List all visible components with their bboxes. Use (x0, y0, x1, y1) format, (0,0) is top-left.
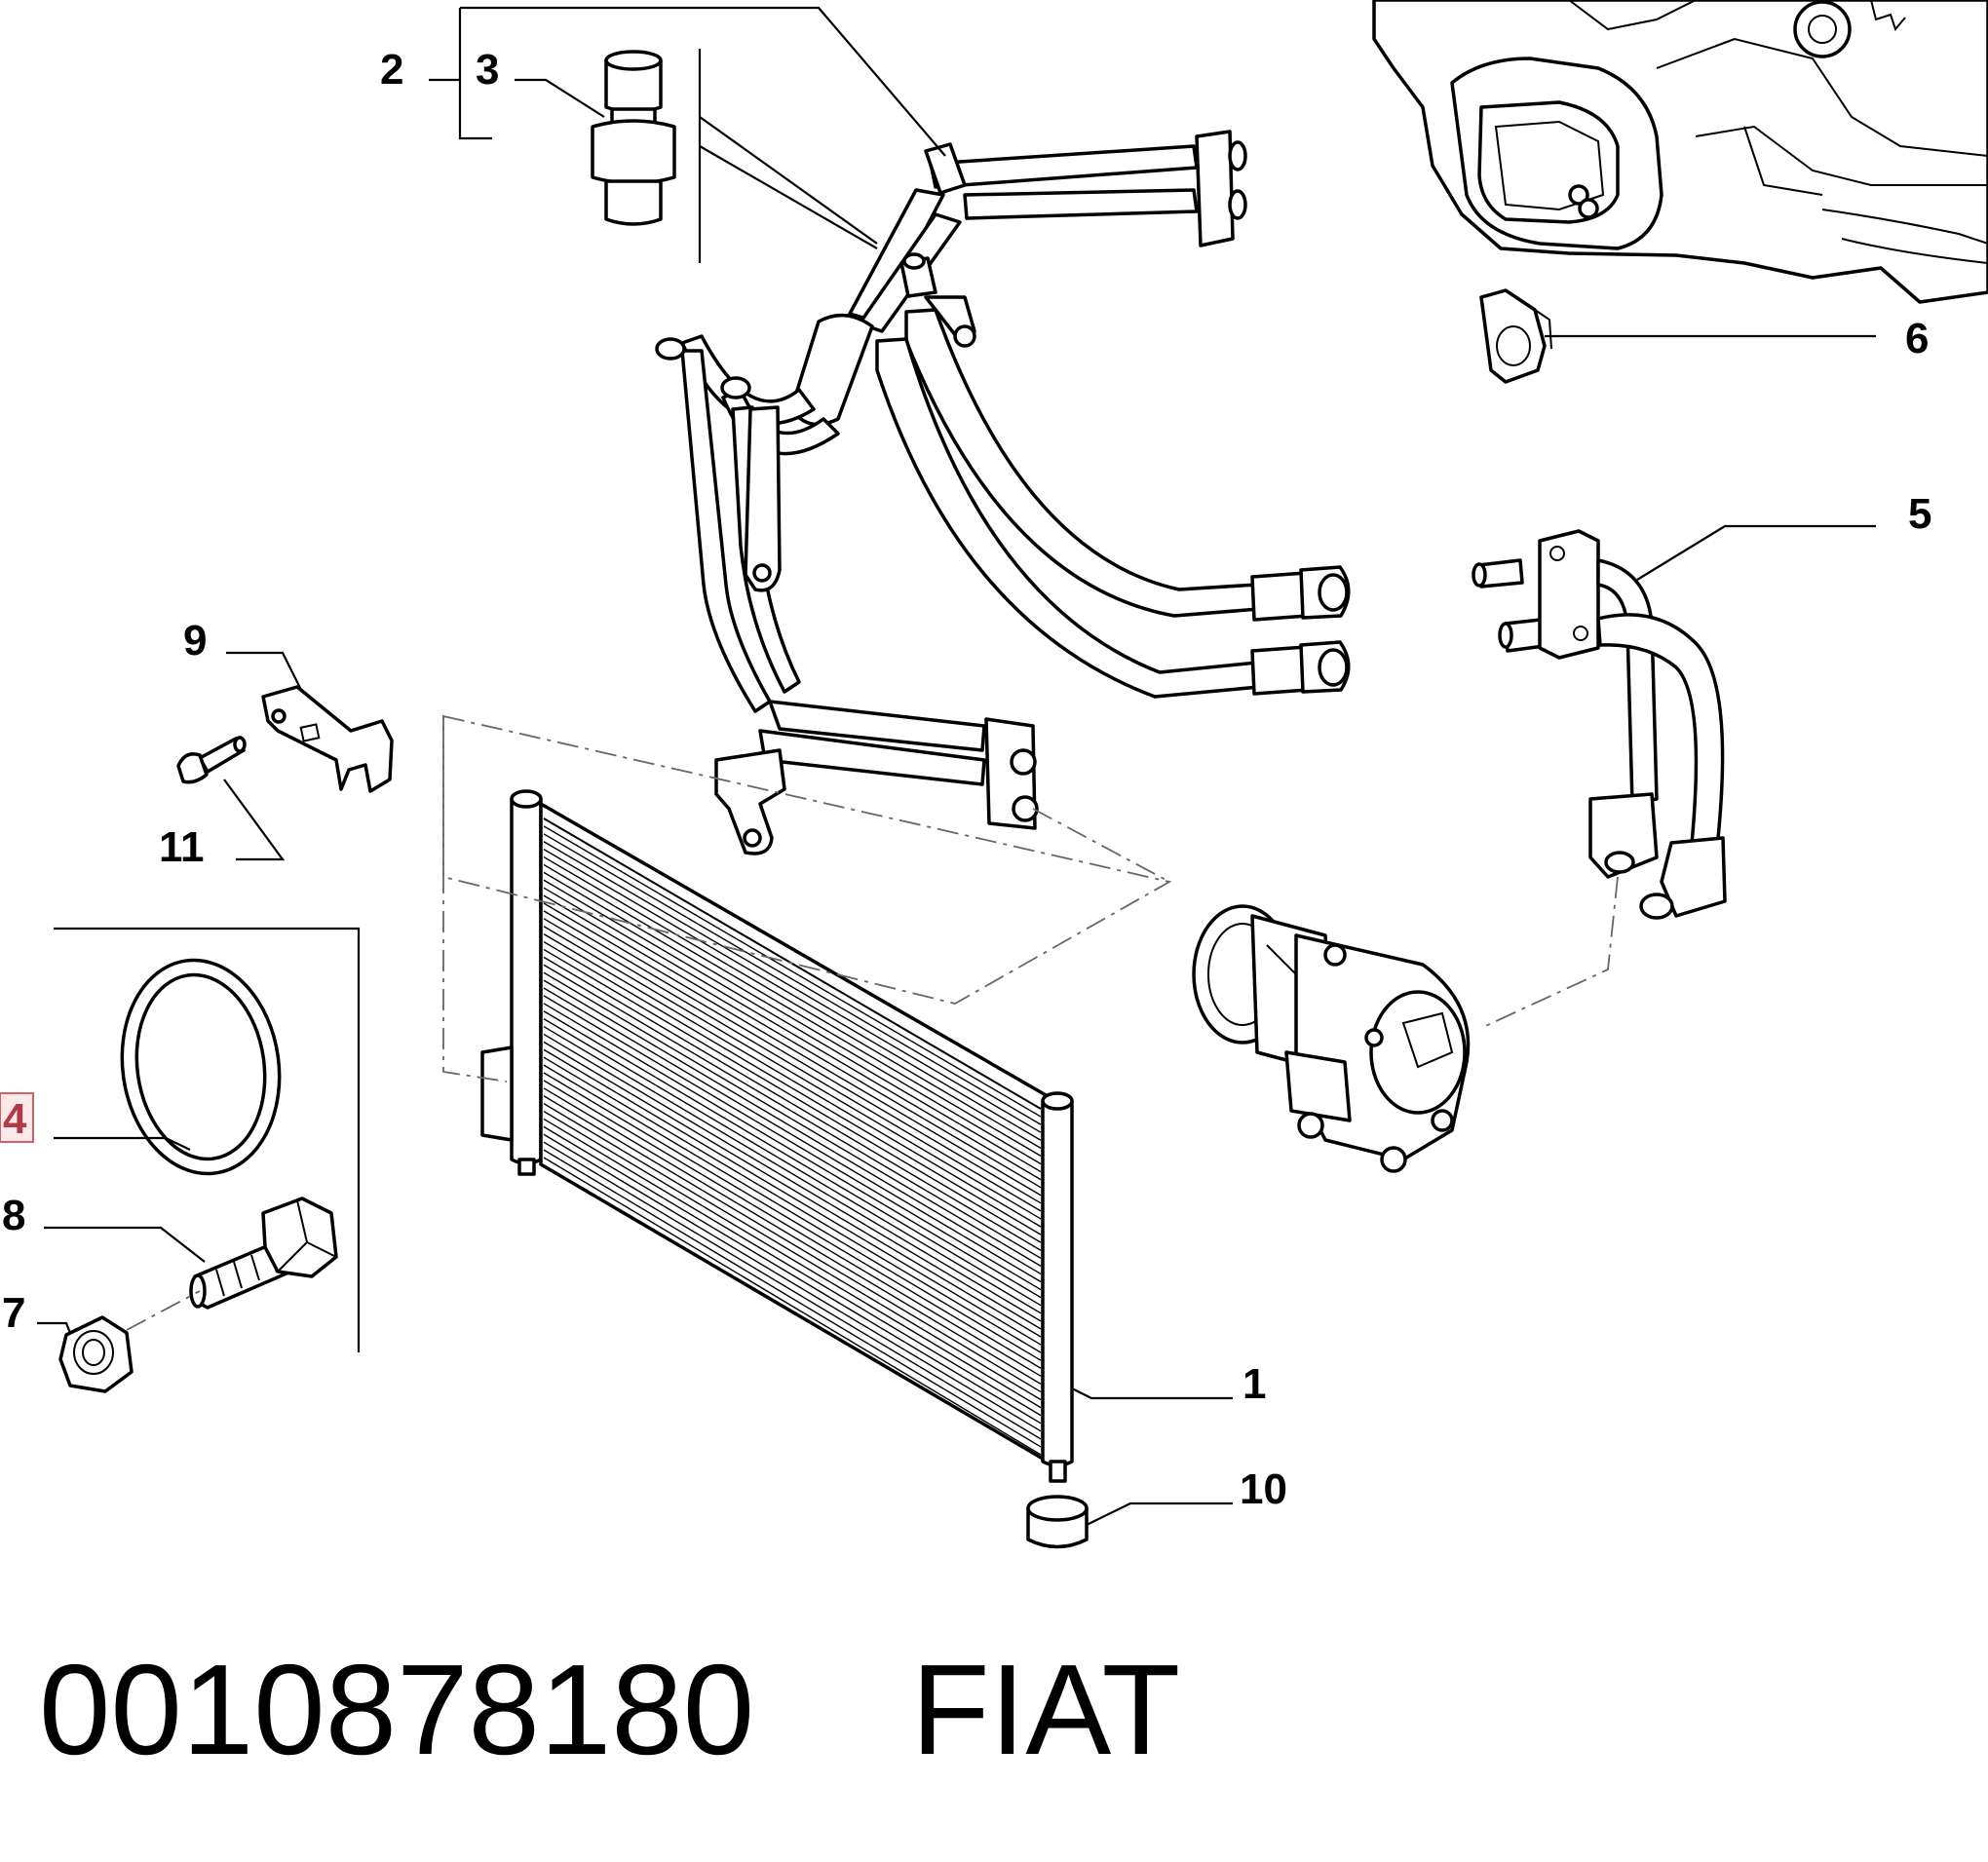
caption: 0010878180 FIAT (39, 1638, 1180, 1781)
pressure-switch-drawing (591, 50, 676, 226)
condenser-fin-line (543, 1149, 1042, 1448)
condenser-fin-line (543, 971, 1042, 1267)
callout-9: 9 (183, 617, 207, 665)
condenser-fin-line (543, 926, 1042, 1220)
condenser-fin-line (543, 1095, 1042, 1393)
condenser-fin-line (543, 964, 1042, 1259)
callout-7: 7 (2, 1289, 25, 1337)
condenser-fin-line (543, 894, 1042, 1189)
condenser-fin-line (543, 979, 1042, 1275)
condenser-fin-line (543, 956, 1042, 1251)
condenser-fin-line (543, 933, 1042, 1228)
condenser-fin-line (543, 1110, 1042, 1409)
clip-drawing (1479, 288, 1552, 384)
condenser-fin-line (543, 1048, 1042, 1346)
condenser-fin-line (543, 841, 1042, 1133)
condenser-fin-line (543, 902, 1042, 1197)
callout-6: 6 (1905, 315, 1929, 362)
condenser-fin-line (543, 855, 1042, 1149)
condenser-fin-line (543, 1010, 1042, 1307)
callout-labels: 2 3 6 5 9 11 4 8 7 1 10 (0, 46, 1931, 1513)
condenser-fin-line (543, 1133, 1042, 1432)
callout-3: 3 (476, 46, 499, 94)
condenser-fin-line (543, 1141, 1042, 1440)
condenser-fin-line (543, 1018, 1042, 1314)
condenser-fin-line (543, 1003, 1042, 1299)
part-number: 0010878180 (39, 1638, 754, 1781)
condenser-fin-line (543, 918, 1042, 1212)
condenser-fin-line (543, 825, 1042, 1118)
condenser-fin-line (543, 1033, 1042, 1330)
leader-lines (37, 6, 1876, 1526)
compressor-drawing (1192, 904, 1471, 1173)
callout-4: 4 (3, 1095, 27, 1143)
condenser-fin-line (543, 849, 1042, 1141)
condenser-fin-line (543, 1080, 1042, 1377)
condenser-fin-line (543, 1103, 1042, 1401)
seal-ring-drawing (120, 958, 282, 1176)
condenser-fin-line (543, 940, 1042, 1235)
condenser-drawing (480, 789, 1074, 1483)
assembly-dash-lines (126, 714, 1619, 1331)
condenser-fin-line (543, 987, 1042, 1283)
condenser-fin-line (543, 1072, 1042, 1369)
condenser-fin-line (543, 910, 1042, 1204)
condenser-fin-line (543, 1118, 1042, 1417)
condenser-fin-line (543, 1064, 1042, 1361)
bolt-8-drawing (189, 1197, 338, 1310)
nut-7-drawing (58, 1315, 134, 1393)
condenser-fin-line (543, 1056, 1042, 1353)
callout-11: 11 (159, 823, 205, 871)
condenser-fin-line (543, 1025, 1042, 1322)
brand-name: FIAT (911, 1638, 1180, 1781)
callout-4-highlight (0, 1092, 34, 1143)
condenser-fin-line (543, 1041, 1042, 1338)
callout-2: 2 (380, 46, 403, 94)
condenser-fin-line (543, 1125, 1042, 1425)
condenser-fin-line (543, 879, 1042, 1173)
condenser-fin-line (543, 1157, 1042, 1456)
callout-5: 5 (1908, 490, 1931, 538)
condenser-fin-line (543, 887, 1042, 1181)
callout-8: 8 (2, 1192, 25, 1239)
condenser-fin-line (543, 948, 1042, 1243)
callout-1: 1 (1242, 1360, 1266, 1408)
condenser-fin-line (543, 995, 1042, 1291)
hvac-unit-drawing (1372, 0, 1988, 304)
condenser-fins (543, 817, 1042, 1456)
callout-10: 10 (1240, 1465, 1287, 1513)
hose-assembly-drawing (655, 130, 1351, 855)
condenser-fin-line (543, 1087, 1042, 1385)
condenser-fin-line (543, 871, 1042, 1165)
condenser-fin-line (543, 833, 1042, 1125)
bracket-drawing (261, 685, 394, 793)
discharge-hose-drawing (1472, 529, 1727, 920)
rubber-mount-drawing (1026, 1495, 1089, 1549)
bolt-11-drawing (176, 736, 247, 784)
condenser-fin-line (543, 863, 1042, 1158)
